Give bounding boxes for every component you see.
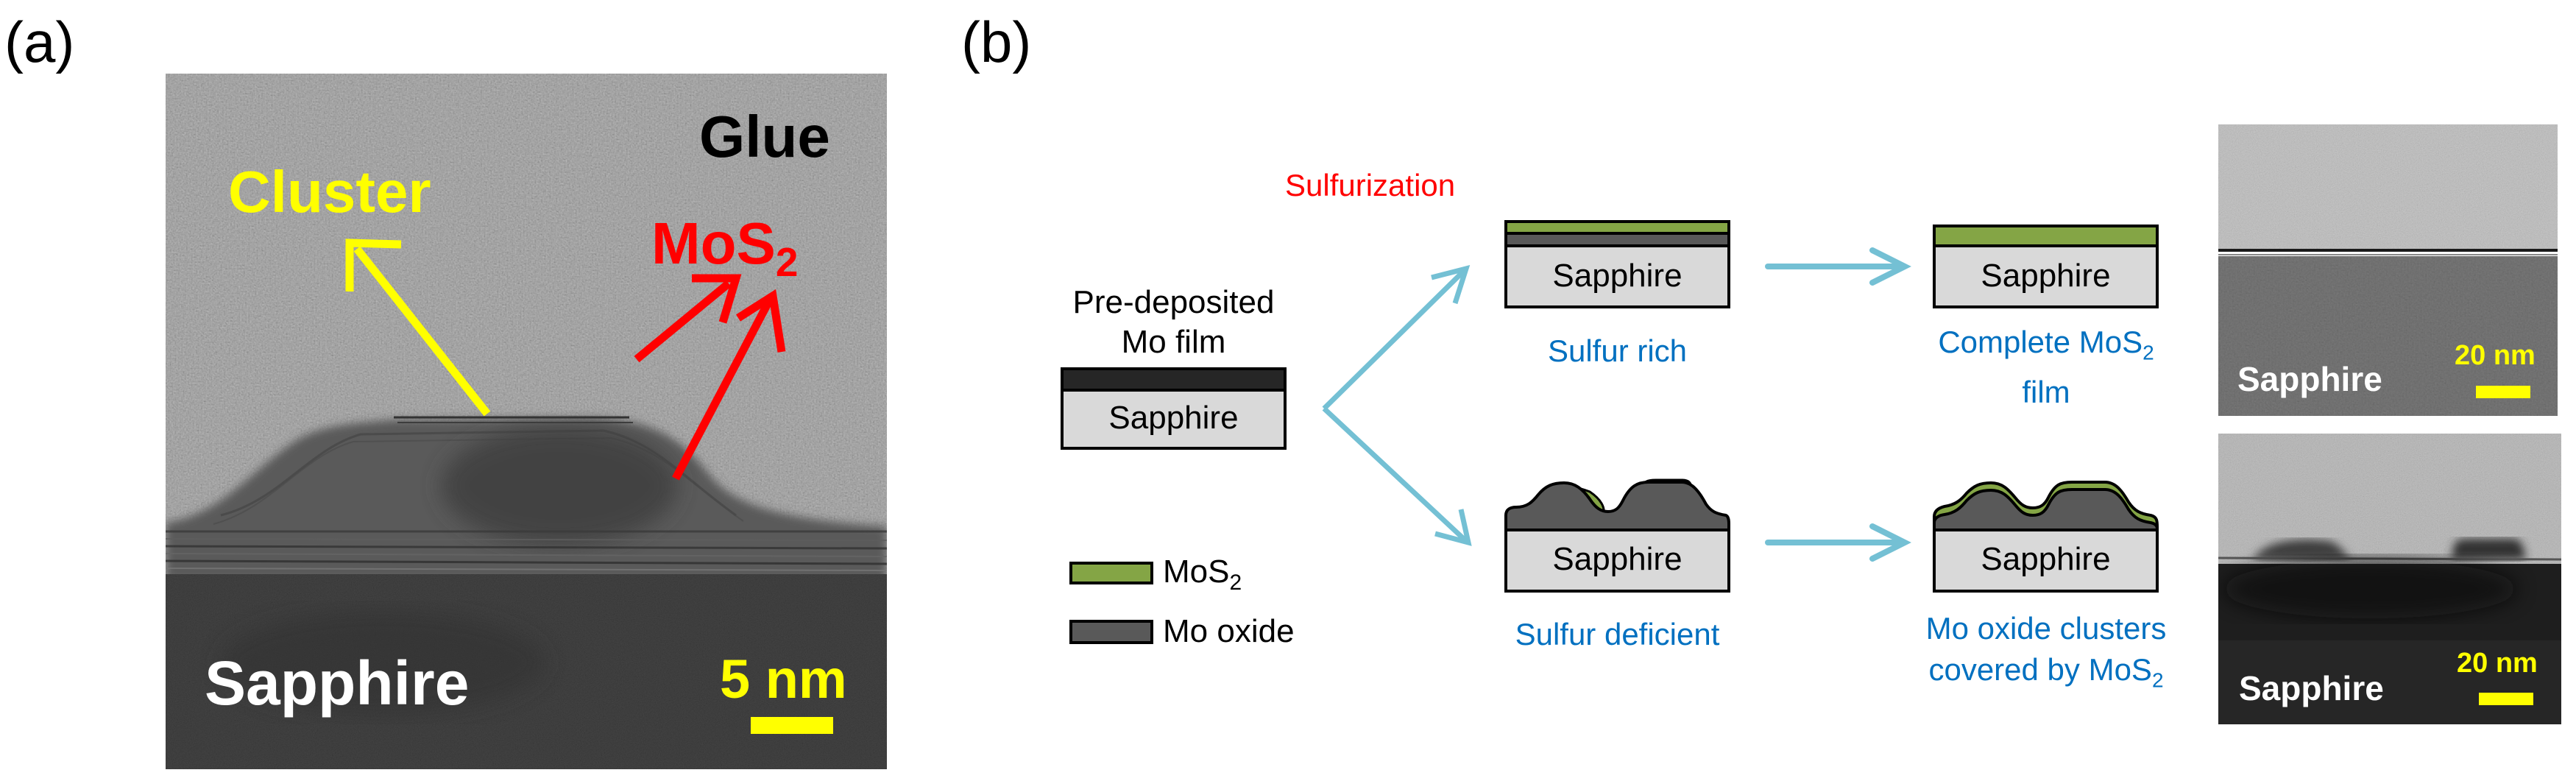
mos2-arrow-1 bbox=[634, 274, 742, 363]
caption-sulfur-deficient: Sulfur deficient bbox=[1515, 617, 1720, 651]
process-label: Sulfurization bbox=[1285, 168, 1456, 202]
tem-bottom-scale-label: 20 nm bbox=[2457, 648, 2538, 679]
complete-film-stack bbox=[1933, 225, 2159, 308]
label-mos2-base: MoS bbox=[651, 211, 776, 276]
branch-arrow-down bbox=[1322, 406, 1472, 546]
branch-arrow-up bbox=[1322, 265, 1471, 411]
caption-sulfur-rich: Sulfur rich bbox=[1547, 333, 1688, 368]
mos2-arrow-2 bbox=[672, 289, 786, 481]
scale-bar-a-label: 5 nm bbox=[720, 649, 847, 710]
start-sapphire bbox=[1061, 389, 1287, 450]
tem-bottom-sapphire-label: Sapphire bbox=[2239, 669, 2384, 707]
interface-layers bbox=[166, 530, 887, 571]
start-label-line1: Pre-deposited bbox=[1072, 284, 1275, 320]
caption-covered-clusters-base: covered by MoS bbox=[1928, 652, 2152, 687]
sulfur-rich-sapphire-label: Sapphire bbox=[1552, 258, 1682, 294]
caption-complete-film-base: Complete MoS bbox=[1938, 325, 2143, 359]
panel-label-a: (a) bbox=[4, 10, 75, 74]
covered-clusters-sapphire-label: Sapphire bbox=[1981, 541, 2111, 577]
tem-cluster-2 bbox=[2451, 539, 2526, 559]
caption-covered-clusters-line2: covered by MoS2 bbox=[1884, 649, 2208, 701]
sulfur-deficient-stack bbox=[1504, 478, 1730, 593]
legend-label-mos2: MoS2 bbox=[1163, 554, 1242, 596]
legend-label-mo-oxide: Mo oxide bbox=[1163, 613, 1295, 649]
tem-top-sapphire-label: Sapphire bbox=[2237, 360, 2382, 398]
caption-complete-film-line1: Complete MoS2 bbox=[1899, 322, 2193, 372]
scale-bar-tem-top bbox=[2476, 386, 2530, 398]
sulfur-deficient-sapphire-label: Sapphire bbox=[1552, 541, 1682, 577]
label-mos2: MoS2 bbox=[651, 210, 798, 286]
tem-image-covered-clusters bbox=[2218, 434, 2561, 724]
legend-label-mos2-sub: 2 bbox=[1229, 570, 1242, 595]
hrtem-image bbox=[166, 74, 887, 769]
caption-complete-film-sub: 2 bbox=[2142, 341, 2154, 364]
caption-complete-film-line2: film bbox=[2022, 375, 2070, 410]
label-mos2-sub: 2 bbox=[775, 239, 799, 285]
caption-covered-clusters: Mo oxide clusters covered by MoS2 bbox=[1884, 608, 2208, 701]
complete-film-sapphire-label: Sapphire bbox=[1981, 258, 2111, 294]
panel-label-b: (b) bbox=[961, 10, 1032, 74]
arrow-to-covered-clusters bbox=[1765, 523, 1911, 562]
legend-swatch-mo-oxide bbox=[1069, 620, 1153, 644]
cluster-arrow bbox=[345, 238, 491, 417]
label-glue: Glue bbox=[699, 104, 830, 169]
start-label-line2: Mo film bbox=[1121, 324, 1226, 360]
legend-swatch-mos2 bbox=[1069, 562, 1153, 584]
covered-clusters-stack bbox=[1933, 481, 2159, 593]
start-stack bbox=[1061, 367, 1287, 450]
start-sapphire-label: Sapphire bbox=[1108, 400, 1239, 436]
caption-covered-clusters-line1: Mo oxide clusters bbox=[1925, 611, 2167, 646]
tem-image-complete-film bbox=[2218, 124, 2558, 416]
tem-top-scale-label: 20 nm bbox=[2455, 340, 2536, 371]
legend-label-mos2-base: MoS bbox=[1163, 554, 1230, 590]
sulfur-rich-stack bbox=[1504, 220, 1730, 308]
arrow-to-complete-film bbox=[1765, 247, 1911, 286]
start-label: Pre-deposited Mo film bbox=[1062, 283, 1285, 362]
tem-cluster-1 bbox=[2252, 540, 2352, 559]
label-sapphire-a: Sapphire bbox=[205, 649, 470, 718]
scale-bar-tem-bottom bbox=[2479, 693, 2533, 705]
caption-complete-film: Complete MoS2 film bbox=[1899, 322, 2193, 412]
scale-bar-a bbox=[751, 717, 833, 734]
label-cluster: Cluster bbox=[228, 159, 431, 225]
caption-covered-clusters-sub: 2 bbox=[2151, 668, 2164, 692]
